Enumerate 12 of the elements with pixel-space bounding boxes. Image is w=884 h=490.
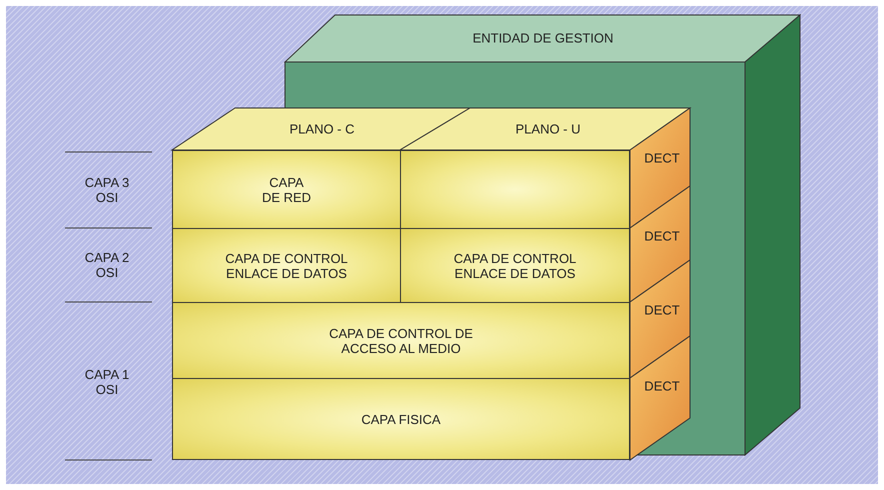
layer-label: CAPA 1 OSI — [84, 367, 130, 397]
face-label: DECT — [644, 302, 680, 318]
layer-label: CAPA 3 OSI — [84, 175, 130, 205]
face-label: DECT — [644, 150, 680, 166]
face-label: PLANO - C — [290, 122, 354, 136]
face-label: PLANO - U — [516, 122, 580, 136]
face-label: DECT — [644, 378, 680, 394]
face-label: ENTIDAD DE GESTION — [472, 30, 614, 46]
layer-cell: CAPA DE RED — [172, 150, 401, 229]
layer-cell: CAPA DE CONTROL ENLACE DE DATOS — [172, 228, 401, 303]
layer-label: CAPA 2 OSI — [84, 250, 130, 280]
face-label: DECT — [644, 228, 680, 244]
